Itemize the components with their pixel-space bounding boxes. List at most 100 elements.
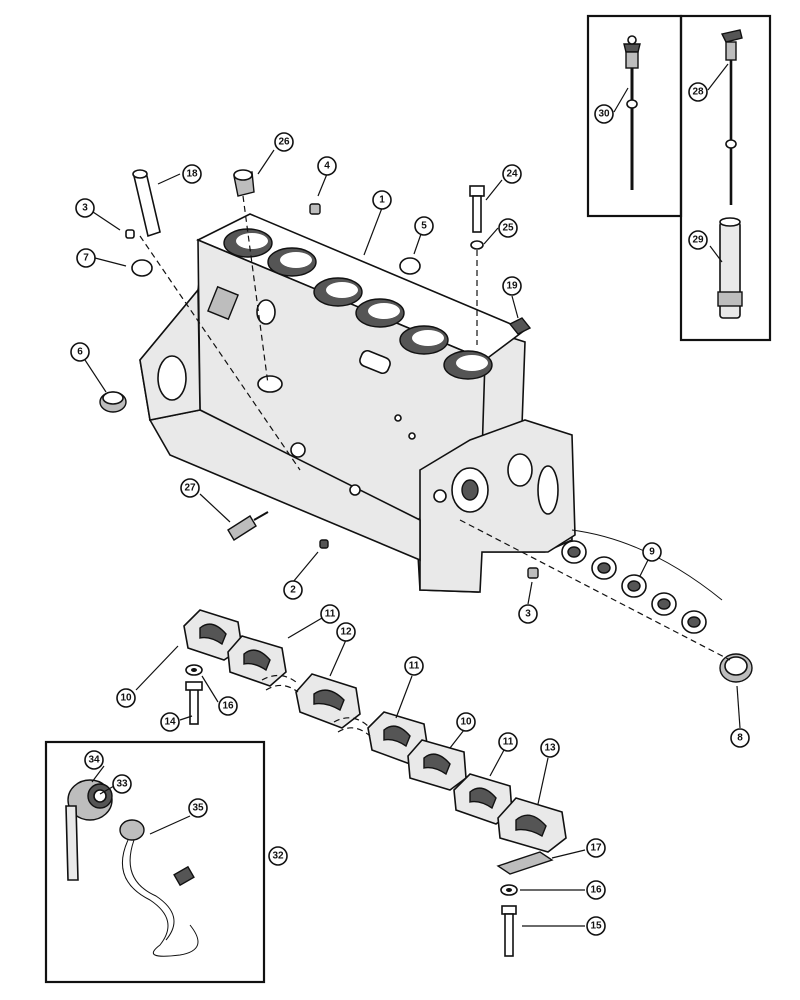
bolt-15 xyxy=(501,905,517,957)
svg-text:35: 35 xyxy=(192,803,204,814)
callout-18: 18 xyxy=(182,164,202,184)
dipstick-tube-29 xyxy=(717,217,743,319)
assembly-lines xyxy=(139,195,731,661)
callout-5: 5 xyxy=(414,216,434,236)
plug-4 xyxy=(309,203,321,215)
cam-plug-8 xyxy=(719,653,753,683)
svg-text:11: 11 xyxy=(325,609,336,620)
svg-text:34: 34 xyxy=(88,755,100,766)
callout-1: 1 xyxy=(372,190,392,210)
dowel-pin-26 xyxy=(233,169,255,197)
camshaft-bearings-9 xyxy=(561,529,723,634)
plug-2 xyxy=(319,539,329,549)
bolt-14 xyxy=(185,681,203,725)
callout-13: 13 xyxy=(540,738,560,758)
callout-34: 34 xyxy=(84,750,104,770)
svg-text:3: 3 xyxy=(525,609,531,620)
svg-text:16: 16 xyxy=(590,885,602,896)
callout-7: 7 xyxy=(76,248,96,268)
callout-16-front: 16 xyxy=(218,696,238,716)
callout-17: 17 xyxy=(586,838,606,858)
svg-text:18: 18 xyxy=(186,169,198,180)
callout-10-center: 10 xyxy=(456,712,476,732)
svg-text:2: 2 xyxy=(290,585,296,596)
svg-text:7: 7 xyxy=(83,253,89,264)
svg-text:16: 16 xyxy=(222,701,234,712)
svg-text:26: 26 xyxy=(278,137,290,148)
callout-12: 12 xyxy=(336,622,356,642)
plug-3-top xyxy=(125,229,135,239)
expansion-plug-5 xyxy=(399,257,421,275)
svg-text:11: 11 xyxy=(503,737,514,748)
callout-33: 33 xyxy=(112,774,132,794)
callout-11-b: 11 xyxy=(404,656,424,676)
sender-27 xyxy=(227,511,269,541)
dipstick-30 xyxy=(623,35,641,190)
plug-3-bottom xyxy=(527,567,539,579)
washer-25 xyxy=(470,240,484,250)
heater-cord-35 xyxy=(119,819,199,957)
svg-text:15: 15 xyxy=(590,921,602,932)
svg-text:1: 1 xyxy=(379,195,385,206)
callout-25: 25 xyxy=(498,218,518,238)
seal-6 xyxy=(99,391,127,413)
svg-text:14: 14 xyxy=(164,717,176,728)
callout-8: 8 xyxy=(730,728,750,748)
callout-15: 15 xyxy=(586,916,606,936)
bearing-cap-10-front xyxy=(183,609,243,661)
dipstick-inset-frames xyxy=(586,14,772,342)
callout-2: 2 xyxy=(283,580,303,600)
svg-text:30: 30 xyxy=(598,109,610,120)
bearing-cap-10-center xyxy=(407,739,467,791)
bearing-cap-13-rear xyxy=(497,797,567,853)
callout-26: 26 xyxy=(274,132,294,152)
svg-text:25: 25 xyxy=(502,223,514,234)
callout-30: 30 xyxy=(594,104,614,124)
callout-35: 35 xyxy=(188,798,208,818)
svg-text:28: 28 xyxy=(692,87,704,98)
expansion-plug-7 xyxy=(131,259,153,277)
svg-text:6: 6 xyxy=(77,347,83,358)
bearing-cap-11-a xyxy=(227,635,287,687)
svg-text:9: 9 xyxy=(649,547,655,558)
svg-text:10: 10 xyxy=(120,693,132,704)
svg-text:13: 13 xyxy=(544,743,556,754)
svg-text:19: 19 xyxy=(506,281,518,292)
svg-text:5: 5 xyxy=(421,221,427,232)
svg-text:10: 10 xyxy=(460,717,472,728)
heater-element-33-34 xyxy=(65,779,113,881)
tube-18 xyxy=(132,169,161,238)
bolt-24 xyxy=(469,185,485,233)
callout-11-c: 11 xyxy=(498,732,518,752)
svg-text:33: 33 xyxy=(116,779,128,790)
callout-24: 24 xyxy=(502,164,522,184)
cylinder-block xyxy=(139,213,576,593)
callout-28: 28 xyxy=(688,82,708,102)
svg-text:11: 11 xyxy=(409,661,420,672)
callout-27: 27 xyxy=(180,478,200,498)
callout-3-bottom: 3 xyxy=(518,604,538,624)
svg-text:17: 17 xyxy=(590,843,602,854)
callout-10-front: 10 xyxy=(116,688,136,708)
bearing-cap-12-thrust xyxy=(295,673,361,729)
heater-inset-frame xyxy=(44,740,266,984)
svg-text:12: 12 xyxy=(340,627,352,638)
callout-32: 32 xyxy=(268,846,288,866)
shim-17 xyxy=(496,851,554,875)
svg-text:4: 4 xyxy=(324,161,330,172)
callout-19: 19 xyxy=(502,276,522,296)
callout-11-a: 11 xyxy=(320,604,340,624)
callout-29: 29 xyxy=(688,230,708,250)
fitting-19 xyxy=(508,317,532,335)
svg-text:27: 27 xyxy=(184,483,196,494)
leader-lines xyxy=(84,63,741,927)
callout-14: 14 xyxy=(160,712,180,732)
svg-text:8: 8 xyxy=(737,733,743,744)
washer-16-rear xyxy=(500,884,518,896)
svg-text:29: 29 xyxy=(692,235,704,246)
svg-text:32: 32 xyxy=(272,851,284,862)
callout-4: 4 xyxy=(317,156,337,176)
callout-3-top: 3 xyxy=(75,198,95,218)
svg-text:24: 24 xyxy=(506,169,518,180)
